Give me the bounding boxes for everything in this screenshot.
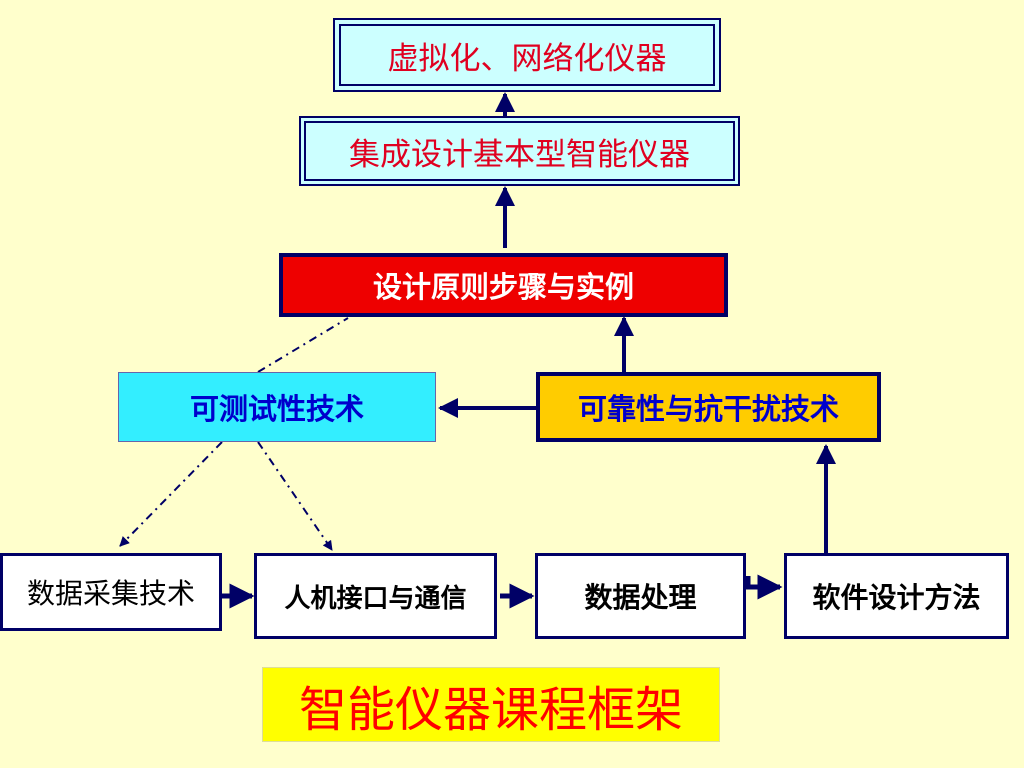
- design-principles-box: 设计原则步骤与实例: [279, 253, 728, 317]
- reliability-box: 可靠性与抗干扰技术: [536, 372, 881, 442]
- dashdot-testability-to-hmi: [257, 441, 333, 551]
- dashdot-testability-to-acquisition: [119, 441, 223, 547]
- data-processing-box: 数据处理: [535, 553, 746, 639]
- hmi-communication-box: 人机接口与通信: [254, 553, 497, 639]
- virtual-network-instrument-box: 虚拟化、网络化仪器: [333, 18, 721, 92]
- dashdot-testability-to-principles: [257, 317, 349, 373]
- data-acquisition-box: 数据采集技术: [0, 553, 222, 631]
- integrated-smart-instrument-box: 集成设计基本型智能仪器: [299, 116, 740, 186]
- software-design-box: 软件设计方法: [784, 553, 1009, 639]
- arrow-processing-to-software: [745, 574, 783, 600]
- course-framework-title: 智能仪器课程框架: [262, 667, 720, 742]
- testability-box: 可测试性技术: [118, 372, 436, 442]
